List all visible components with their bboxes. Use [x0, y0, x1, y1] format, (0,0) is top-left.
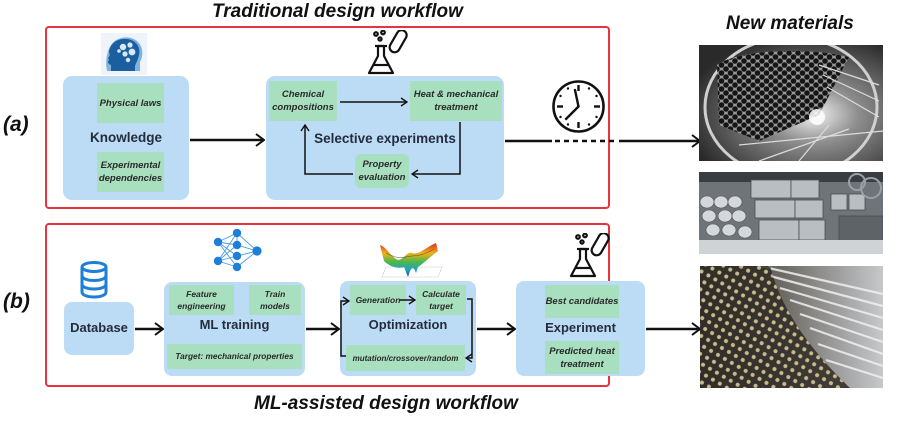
arrow-loop-to-generation: [340, 301, 349, 357]
metal-bars-profiles-photo: [699, 172, 883, 254]
training-item-feature-engineering: Feature engineering: [169, 285, 234, 315]
database-box: [64, 302, 134, 355]
arrow-evaluation-to-compositions: [305, 125, 353, 175]
selective-experiments-title: Selective experiments: [314, 131, 456, 146]
database-title: Database: [70, 320, 128, 335]
flask-test-tube-icon: [358, 29, 420, 76]
experiment-item-predicted-heat-treatment: Predicted heat treatment: [545, 341, 619, 374]
selective-item-chemical-compositions: Chemical compositions: [269, 81, 337, 121]
optimization-item-calculate-target: Calculate target: [416, 285, 466, 315]
training-item-train-models: Train models: [249, 285, 301, 315]
ml-workflow-title: ML-assisted design workflow: [254, 393, 518, 414]
traditional-workflow-title: Traditional design workflow: [212, 1, 463, 22]
arrow-calculate-to-mutation: [466, 298, 473, 358]
database-icon: [79, 261, 109, 299]
experiment-title: Experiment: [545, 320, 616, 335]
arrow-treatment-to-evaluation: [412, 122, 461, 174]
optimization-item-mutation-crossover-random: mutation/crossover/random: [346, 345, 465, 371]
surface-plot-icon: [376, 237, 444, 281]
optimization-item-generation: Generation: [350, 285, 406, 315]
steel-rods-mesh-photo: [700, 266, 883, 388]
experiment-item-best-candidates: Best candidates: [545, 285, 619, 318]
ml-training-title: ML training: [199, 317, 270, 332]
optimization-title: Optimization: [368, 317, 448, 332]
knowledge-title: Knowledge: [89, 130, 162, 145]
clock-icon: [551, 79, 606, 134]
knowledge-item-physical-laws: Physical laws: [97, 83, 164, 123]
traditional-workflow-panel: [45, 26, 610, 209]
new-materials-title: New materials: [726, 13, 854, 34]
flask-test-tube-icon: [560, 232, 622, 279]
heat-exchanger-tubes-photo: [699, 45, 883, 161]
selective-item-property-evaluation: Property evaluation: [355, 154, 409, 188]
brain-gears-head-icon: [101, 33, 147, 75]
selective-item-heat-mechanical-treatment: Heat & mechanical treatment: [410, 81, 502, 121]
row-label-a: (a): [3, 113, 29, 136]
neural-network-icon: [212, 228, 264, 273]
row-label-b: (b): [3, 290, 30, 313]
training-item-target: Target: mechanical properties: [167, 344, 302, 369]
knowledge-item-experimental-dependencies: Experimental dependencies: [97, 152, 164, 192]
